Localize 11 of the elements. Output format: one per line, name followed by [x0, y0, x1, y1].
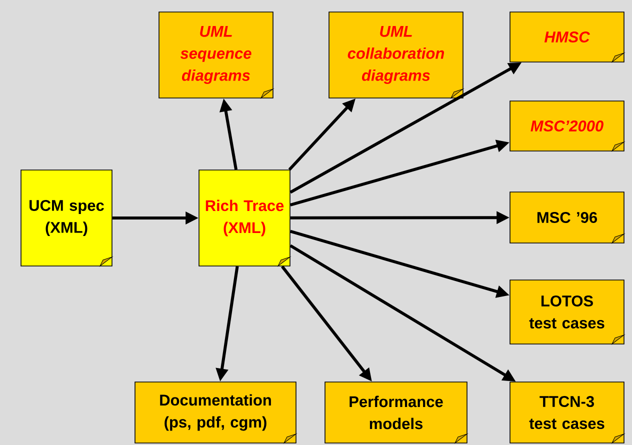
note-box: UML sequence diagrams: [158, 12, 274, 98]
note-box: LOTOS test cases: [510, 280, 624, 344]
note-box: HMSC: [510, 12, 624, 62]
note-box: Documentation (ps, pdf, cgm): [134, 382, 296, 444]
note-box: UCM spec (XML): [20, 170, 112, 266]
note-box: TTCN-3 test cases: [510, 382, 624, 444]
note-box: MSC’2000: [510, 100, 624, 152]
note-box: UML collaboration diagrams: [328, 12, 464, 98]
note-box: MSC ’96: [510, 192, 624, 244]
note-box: Rich Trace (XML): [198, 170, 290, 266]
note-box: Performance models: [324, 382, 468, 444]
